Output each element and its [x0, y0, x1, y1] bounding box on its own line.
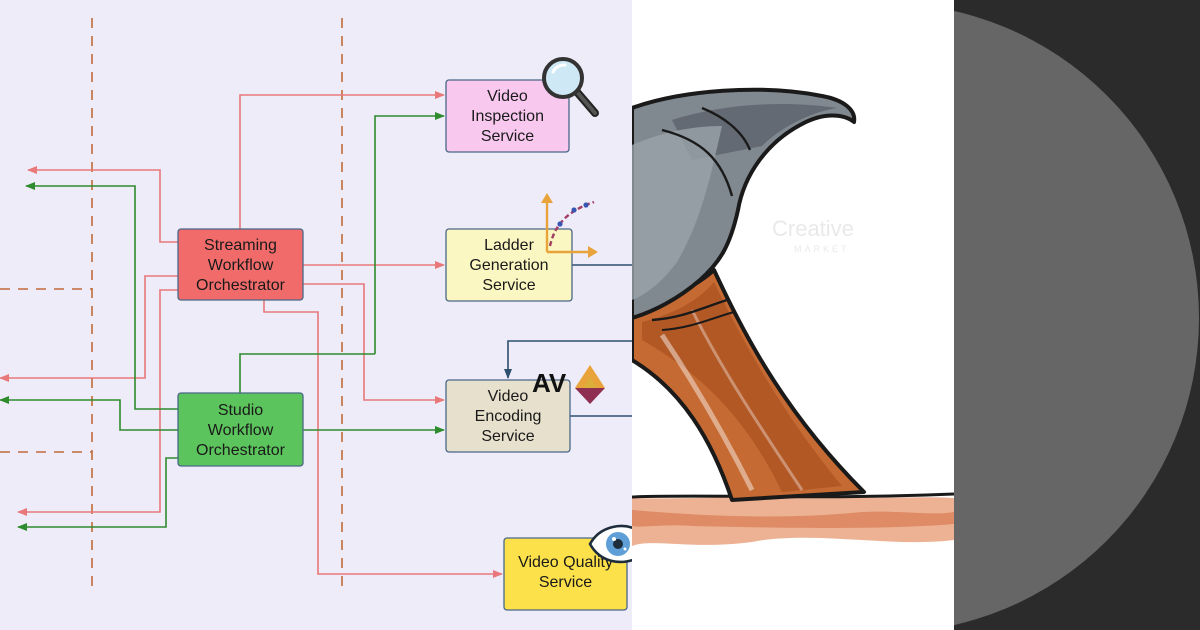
edge-streaming-to-inspection	[239, 91, 445, 229]
node-label-line: Service	[481, 128, 534, 145]
node-label-line: Video Quality	[518, 554, 613, 571]
magnifying-glass-icon	[542, 57, 599, 117]
edge-streaming-out-bottom	[17, 289, 178, 516]
node-label-line: Inspection	[471, 108, 544, 125]
node-label-line: Video	[488, 388, 529, 405]
ladder-curve-icon	[541, 193, 598, 258]
edge-studio-to-inspection	[374, 112, 445, 354]
node-studio-orchestrator: Studio Workflow Orchestrator	[177, 392, 304, 467]
node-label-line: Service	[481, 428, 534, 445]
edge-studio-out-mid	[0, 396, 178, 431]
node-label-line: Service	[482, 277, 535, 294]
node-label-line: Workflow	[208, 422, 274, 439]
node-label-line: Video	[487, 88, 528, 105]
watermark-text: Creative	[772, 216, 854, 241]
hammer-illustration: Creative MARKET	[632, 0, 954, 630]
edge-streaming-to-quality	[263, 300, 503, 578]
edge-studio-up	[239, 353, 375, 393]
node-label-line: Workflow	[208, 257, 274, 274]
av1-logo-text: AV	[532, 368, 567, 398]
node-ladder-service: Ladder Generation Service	[445, 228, 573, 302]
grey-circle-decoration	[954, 10, 1199, 626]
eye-icon	[588, 524, 632, 564]
edge-streaming-out-mid	[0, 275, 178, 382]
node-label-line: Studio	[218, 402, 263, 419]
edge-streaming-to-encoding	[303, 283, 445, 404]
studio-edges	[0, 112, 445, 531]
node-label-line: Encoding	[475, 408, 542, 425]
av1-logo-icon: AV	[532, 365, 605, 404]
node-streaming-orchestrator: Streaming Workflow Orchestrator	[177, 228, 304, 301]
diagram-canvas: Streaming Workflow Orchestrator Studio W…	[0, 18, 632, 611]
node-label-line: Service	[539, 574, 592, 591]
streaming-edges	[0, 91, 503, 578]
node-encoding-service: Video Encoding Service	[445, 379, 571, 453]
node-label-line: Orchestrator	[196, 442, 286, 459]
node-label-line: Ladder	[484, 237, 534, 254]
watermark-subtext: MARKET	[794, 244, 850, 254]
dark-panel	[954, 0, 1200, 630]
node-label-line: Orchestrator	[196, 277, 286, 294]
edge-streaming-out-top	[27, 166, 178, 243]
node-label-line: Generation	[469, 257, 548, 274]
architecture-diagram: Streaming Workflow Orchestrator Studio W…	[0, 0, 632, 630]
edge-studio-out-bottom	[17, 457, 178, 531]
output-edges	[504, 264, 632, 417]
edge-studio-out-top	[25, 182, 178, 410]
hammer-icon: Creative MARKET	[632, 87, 954, 546]
node-label-line: Streaming	[204, 237, 277, 254]
edge-into-encoding	[504, 340, 632, 379]
node-quality-service: Video Quality Service	[503, 537, 628, 611]
node-inspection-service: Video Inspection Service	[445, 79, 570, 153]
